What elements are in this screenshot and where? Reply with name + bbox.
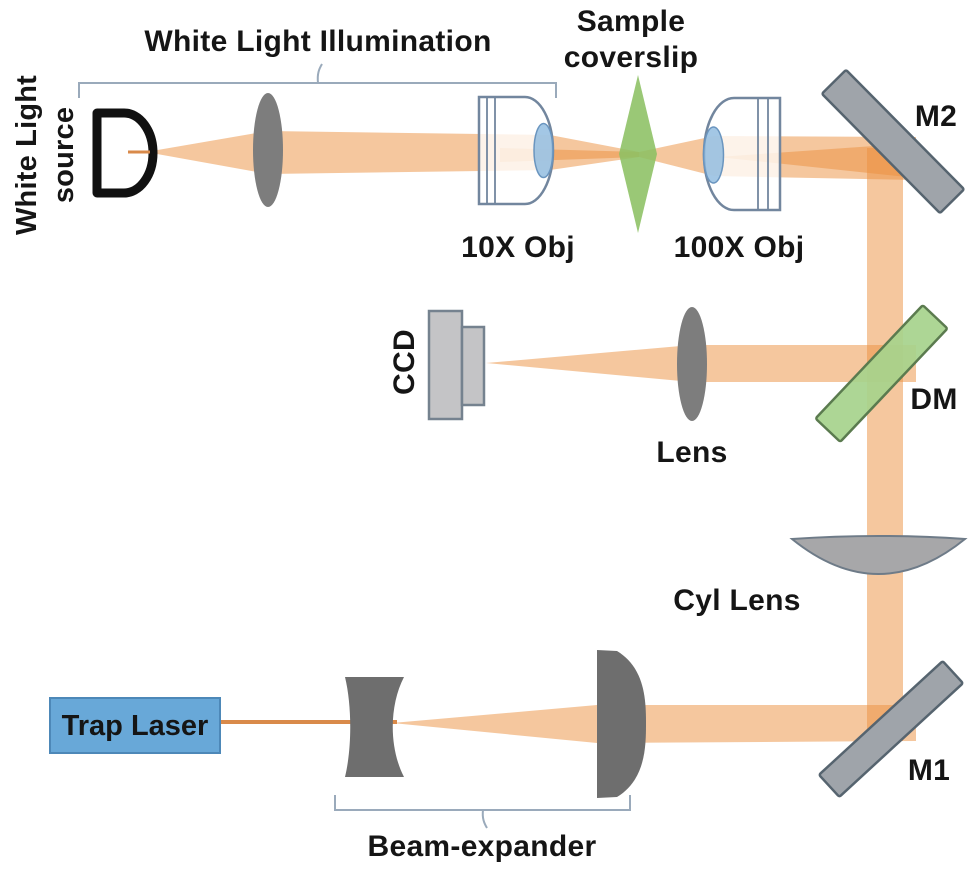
dichroic-mirror-icon <box>815 304 948 443</box>
beam-expander-convex-lens-icon <box>597 650 646 798</box>
beam-ccd-cone <box>486 345 692 382</box>
beam-expander-bracket <box>334 795 631 829</box>
white-light-illumination-bracket <box>78 63 557 98</box>
white-light-source-label-line2: source <box>48 107 80 203</box>
beam-diverging-from-sample <box>639 136 714 176</box>
sample-coverslip-icon <box>619 75 657 233</box>
laser-beam-path <box>221 705 916 743</box>
vertical-beam-path <box>867 148 903 741</box>
beam-vertical-band <box>867 148 903 741</box>
cylindrical-lens-label: Cyl Lens <box>673 584 800 617</box>
objective-100x-icon <box>702 96 782 212</box>
beam-source-cone <box>146 131 268 174</box>
white-light-source-label-line1: White Light <box>11 75 43 235</box>
beam-expanded-band <box>597 705 916 743</box>
beam-expander-concave-lens-icon <box>345 677 404 777</box>
cylindrical-lens-icon <box>789 535 968 575</box>
ccd-camera-icon <box>427 309 486 421</box>
mirror-m1-label: M1 <box>908 754 950 787</box>
imaging-lens-icon <box>677 307 707 421</box>
condenser-lens-icon <box>253 93 283 207</box>
mirror-m2-label: M2 <box>915 100 957 133</box>
beam-expander-cone <box>392 705 597 743</box>
trap-laser-label: Trap Laser <box>62 710 209 742</box>
objective-10x-front-lens <box>533 122 554 179</box>
ccd-label: CCD <box>388 329 421 395</box>
objective-10x-label: 10X Obj <box>461 231 575 264</box>
sample-coverslip-label-line2: coverslip <box>564 41 698 74</box>
beam-expander-label: Beam-expander <box>368 830 597 863</box>
objective-100x-label: 100X Obj <box>674 231 805 264</box>
trap-laser-box <box>49 697 221 754</box>
imaging-lens-label: Lens <box>656 436 727 469</box>
mirror-m1-icon <box>818 660 964 798</box>
white-light-illumination-label: White Light Illumination <box>144 25 491 58</box>
dichroic-mirror-label: DM <box>910 383 957 416</box>
objective-100x-front-lens <box>702 126 725 184</box>
objective-10x-icon <box>477 95 555 206</box>
sample-coverslip-label-line1: Sample <box>577 5 686 38</box>
white-light-source-lamp-icon <box>92 108 158 198</box>
mirror-m2-icon <box>821 69 965 214</box>
beam-to-m2-wedge <box>718 143 916 178</box>
